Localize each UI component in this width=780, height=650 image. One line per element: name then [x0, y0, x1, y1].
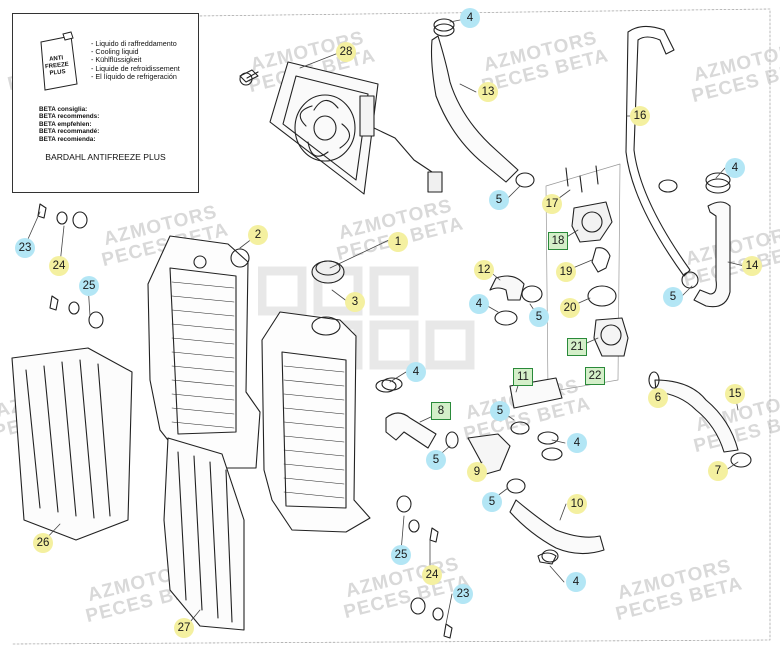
recommend-line: BETA recommends: [39, 113, 100, 121]
callout-27[interactable]: 27 [174, 618, 194, 638]
callout-4[interactable]: 4 [725, 158, 745, 178]
callout-4[interactable]: 4 [566, 572, 586, 592]
description-line: - Liquido di raffreddamento [91, 39, 177, 48]
callout-5[interactable]: 5 [482, 492, 502, 512]
callout-21[interactable]: 21 [567, 338, 587, 356]
description-line: - Liquide de refroidissement [91, 63, 180, 73]
callout-14[interactable]: 14 [742, 256, 762, 276]
callout-22[interactable]: 22 [585, 367, 605, 385]
coolant-description: - Liquido di raffreddamento - Cooling li… [91, 39, 180, 81]
callout-23[interactable]: 23 [15, 238, 35, 258]
recommend-line: BETA consiglia: [39, 106, 88, 113]
coolant-info-box: ANTI FREEZE PLUS - Liquido di raffreddam… [12, 13, 199, 193]
callout-15[interactable]: 15 [725, 384, 745, 404]
recommend-line: BETA recommandé: [39, 128, 100, 136]
callout-16[interactable]: 16 [630, 106, 650, 126]
callout-4[interactable]: 4 [460, 8, 480, 28]
callout-7[interactable]: 7 [708, 461, 728, 481]
callout-26[interactable]: 26 [33, 533, 53, 553]
callout-4[interactable]: 4 [567, 433, 587, 453]
callout-23[interactable]: 23 [453, 584, 473, 604]
callout-10[interactable]: 10 [567, 494, 587, 514]
callout-9[interactable]: 9 [467, 462, 487, 482]
coolant-bottle-icon [40, 31, 78, 91]
callout-4[interactable]: 4 [469, 294, 489, 314]
callout-28[interactable]: 28 [336, 42, 356, 62]
recommendation-lines: BETA consiglia: BETA recommends: BETA em… [39, 106, 99, 143]
recommended-brand: BARDAHL ANTIFREEZE PLUS [45, 152, 166, 162]
callout-17[interactable]: 17 [542, 194, 562, 214]
description-line: - Kühlflüssigkeit [91, 55, 142, 65]
callout-12[interactable]: 12 [474, 260, 494, 280]
callout-8[interactable]: 8 [431, 402, 451, 420]
callout-25[interactable]: 25 [391, 545, 411, 565]
recommend-line: BETA empfehlen: [39, 120, 92, 128]
callout-5[interactable]: 5 [426, 450, 446, 470]
callout-24[interactable]: 24 [422, 565, 442, 585]
callout-5[interactable]: 5 [489, 190, 509, 210]
recommend-line: BETA recomienda: [39, 135, 96, 143]
callout-6[interactable]: 6 [648, 388, 668, 408]
callout-18[interactable]: 18 [548, 232, 568, 250]
callout-13[interactable]: 13 [478, 82, 498, 102]
callout-3[interactable]: 3 [345, 292, 365, 312]
callout-5[interactable]: 5 [663, 287, 683, 307]
callout-20[interactable]: 20 [560, 298, 580, 318]
callout-19[interactable]: 19 [556, 262, 576, 282]
description-line: - El líquido de refrigeración [91, 71, 177, 81]
callout-11[interactable]: 11 [513, 368, 533, 386]
bottle-label: ANTI FREEZE PLUS [44, 55, 70, 77]
callout-1[interactable]: 1 [388, 232, 408, 252]
callout-4[interactable]: 4 [406, 362, 426, 382]
callout-25[interactable]: 25 [79, 276, 99, 296]
callout-5[interactable]: 5 [490, 401, 510, 421]
callout-5[interactable]: 5 [529, 307, 549, 327]
callout-2[interactable]: 2 [248, 225, 268, 245]
callout-24[interactable]: 24 [49, 256, 69, 276]
description-line: - Cooling liquid [91, 47, 139, 57]
